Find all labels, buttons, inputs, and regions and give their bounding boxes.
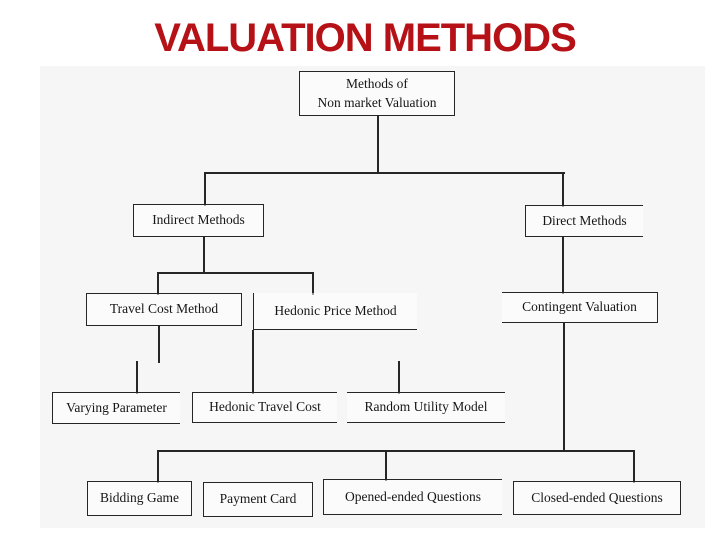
node-methods-of-non-market-valuation: Methods of Non market Valuation (299, 71, 455, 116)
connector-line (158, 326, 160, 363)
connector-line (204, 172, 206, 206)
connector-line (562, 237, 564, 294)
connector-line (252, 330, 254, 394)
node-opened-ended-questions: Opened-ended Questions (323, 479, 502, 515)
node-payment-card: Payment Card (203, 482, 313, 517)
node-bidding-game: Bidding Game (87, 481, 192, 516)
connector-line (157, 450, 159, 483)
connector-line (204, 172, 565, 174)
node-direct-methods: Direct Methods (525, 205, 643, 237)
connector-line (562, 172, 564, 207)
node-hedonic-travel-cost: Hedonic Travel Cost (192, 392, 337, 423)
connector-line (203, 237, 205, 274)
node-indirect-methods: Indirect Methods (133, 204, 264, 237)
node-contingent-valuation: Contingent Valuation (502, 292, 658, 323)
connector-line (157, 450, 635, 452)
connector-line (398, 361, 400, 394)
connector-line (633, 450, 635, 483)
node-hedonic-price-method: Hedonic Price Method (253, 293, 417, 330)
connector-line (157, 272, 314, 274)
connector-line (385, 450, 387, 481)
connector-line (312, 272, 314, 295)
node-travel-cost-method: Travel Cost Method (86, 293, 242, 326)
connector-line (377, 116, 379, 174)
connector-line (157, 272, 159, 295)
connector-line (563, 323, 565, 452)
connector-line (136, 361, 138, 394)
node-closed-ended-questions: Closed-ended Questions (513, 481, 681, 515)
node-varying-parameter: Varying Parameter (52, 392, 180, 424)
slide-title: VALUATION METHODS (154, 16, 577, 60)
node-random-utility-model: Random Utility Model (347, 392, 505, 423)
